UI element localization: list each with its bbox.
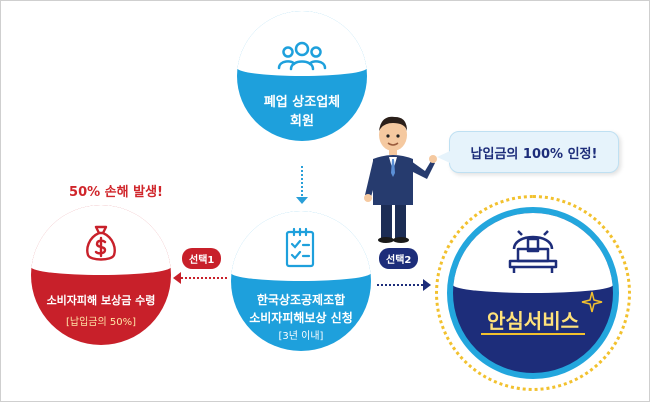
center-node-line2: 소비자피해보상 신청 xyxy=(249,311,353,325)
safe-service-ring xyxy=(435,195,631,391)
star-sparkle-icon xyxy=(581,291,603,313)
choice2-badge: 선택2 xyxy=(379,248,419,269)
speech-bubble-text: 납입금의 100% 인정! xyxy=(470,147,598,162)
center-to-left-connector xyxy=(181,277,227,279)
group-users-icon xyxy=(277,41,327,71)
left-node-line1: 소비자피해 보상금 수령 xyxy=(46,294,156,307)
center-to-right-connector xyxy=(377,284,423,286)
top-to-center-connector xyxy=(301,166,303,196)
safe-service-node: 안심서비스 xyxy=(447,207,619,379)
left-arrow-icon xyxy=(173,272,181,284)
right-arrow-icon xyxy=(423,279,431,291)
speech-bubble-tail xyxy=(437,151,450,163)
choice1-badge: 선택1 xyxy=(182,248,222,269)
safe-service-underline xyxy=(481,333,585,335)
compensation-receipt-node: 소비자피해 보상금 수령 [납입금의 50%] xyxy=(31,205,171,345)
center-node-line1: 한국상조공제조합 xyxy=(256,293,346,307)
businessman-illustration xyxy=(364,116,437,243)
center-node-note: [3년 이내] xyxy=(278,331,324,342)
top-node-line2: 회원 xyxy=(290,114,314,129)
loss-alert-text: 50% 손해 발생! xyxy=(69,185,163,200)
money-bag-icon xyxy=(86,225,116,261)
speech-bubble: 납입금의 100% 인정! xyxy=(449,131,619,173)
funeral-altar-icon xyxy=(508,230,558,273)
top-node-line1: 폐업 상조업체 xyxy=(263,95,341,110)
mutual-aid-claim-node: 한국상조공제조합 소비자피해보상 신청 [3년 이내] xyxy=(231,211,371,351)
checklist-icon xyxy=(285,227,315,268)
left-node-note: [납입금의 50%] xyxy=(65,317,136,328)
safe-service-title: 안심서비스 xyxy=(487,309,579,333)
closed-company-member-node: 폐업 상조업체 회원 xyxy=(237,11,367,141)
down-arrow-icon xyxy=(296,197,308,204)
